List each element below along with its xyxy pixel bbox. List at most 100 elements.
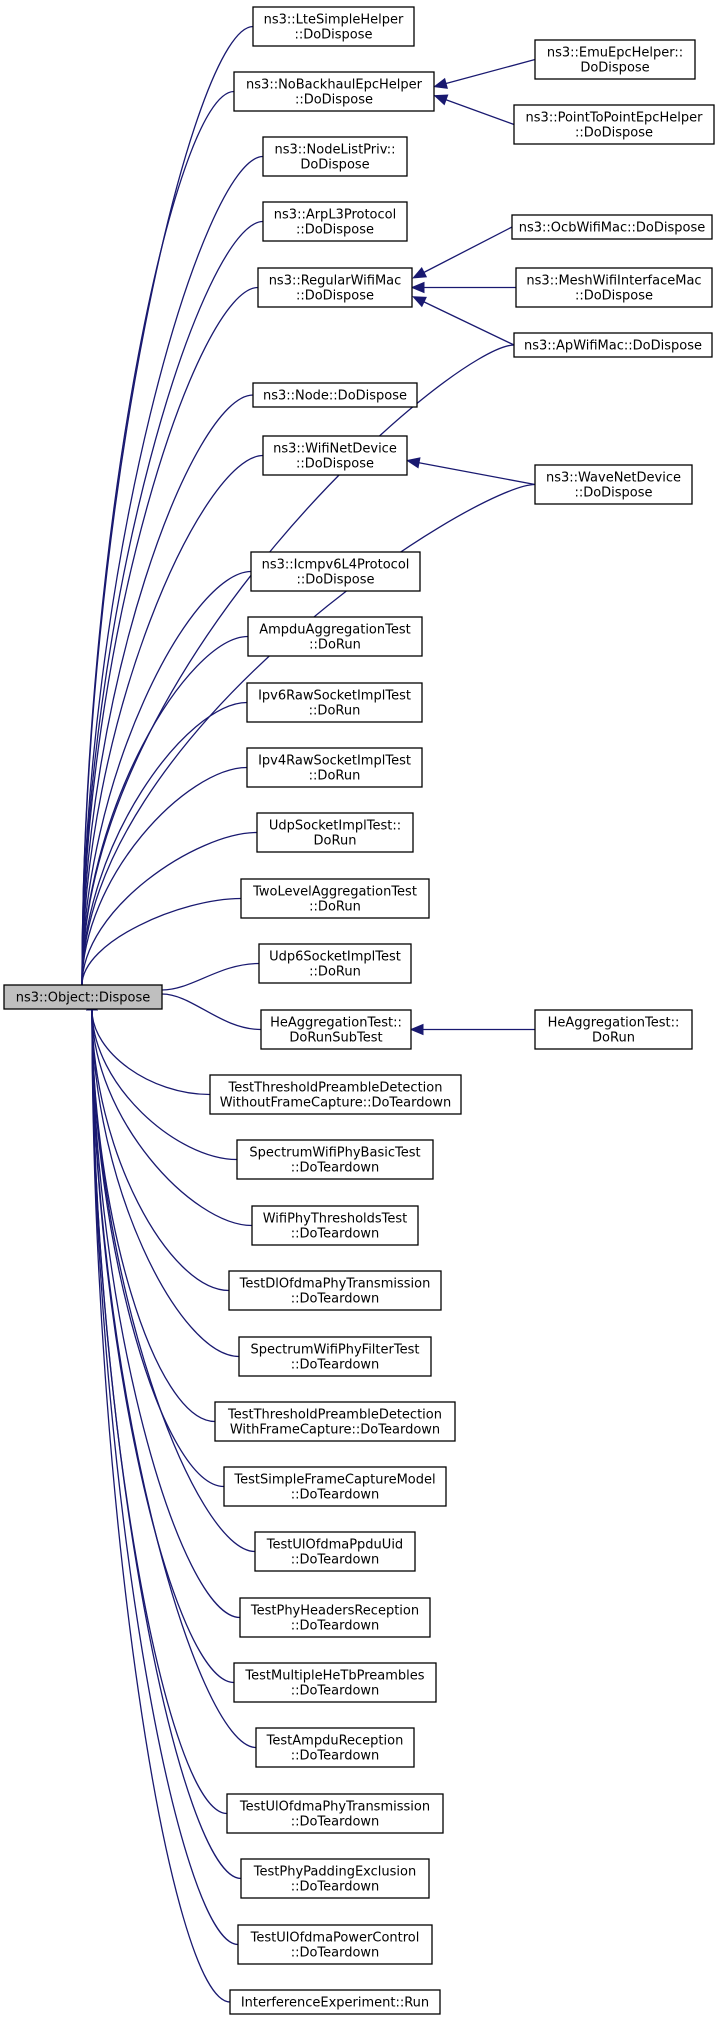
node-label: ::DoTeardown — [291, 1815, 380, 1830]
node-box[interactable] — [255, 1727, 415, 1768]
node-box[interactable] — [240, 878, 430, 919]
node-box[interactable] — [236, 1139, 434, 1180]
node-spectrumwifiphybasictest-doteardown[interactable]: SpectrumWifiPhyBasicTest::DoTeardown — [236, 1139, 434, 1180]
node-ns3-nodelistpriv-dodispose[interactable]: ns3::NodeListPriv::DoDispose — [262, 136, 408, 177]
node-box[interactable] — [260, 1009, 412, 1050]
node-ns3-node-dodispose[interactable]: ns3::Node::DoDispose — [252, 382, 418, 408]
node-label: InterferenceExperiment::Run — [241, 1996, 429, 2011]
edge-ns3-arpl3protocol-dodispose-to-ns3-object-dispose — [81, 220, 264, 986]
node-box[interactable] — [254, 1531, 416, 1572]
node-box[interactable] — [237, 1924, 433, 1965]
node-ns3-apwifimac-dodispose[interactable]: ns3::ApWifiMac::DoDispose — [513, 332, 713, 358]
node-ns3-regularwifimac-dodispose[interactable]: ns3::RegularWifiMac::DoDispose — [257, 267, 413, 308]
node-label: ::DoRun — [309, 704, 361, 719]
node-box[interactable] — [233, 71, 435, 112]
node-ns3-icmpv6l4protocol-dodispose[interactable]: ns3::Icmpv6L4Protocol::DoDispose — [250, 551, 421, 592]
node-box[interactable] — [256, 812, 414, 853]
node-box[interactable] — [223, 1466, 447, 1507]
node-box[interactable] — [229, 1989, 441, 2015]
node-heaggregationtest-dorunsubtest[interactable]: HeAggregationTest::DoRunSubTest — [260, 1009, 412, 1050]
node-label: ::DoRun — [309, 769, 361, 784]
node-label: ns3::Icmpv6L4Protocol — [262, 558, 410, 573]
node-label: Ipv6RawSocketImplTest — [258, 689, 411, 704]
node-box[interactable] — [262, 201, 408, 242]
node-box[interactable] — [257, 267, 413, 308]
node-interferenceexperiment-run[interactable]: InterferenceExperiment::Run — [229, 1989, 441, 2015]
node-testulofdmapowercontrol-doteardown[interactable]: TestUlOfdmaPowerControl::DoTeardown — [237, 1924, 433, 1965]
node-box[interactable] — [247, 616, 423, 657]
node-box[interactable] — [228, 1270, 442, 1311]
node-testphyheadersreception-doteardown[interactable]: TestPhyHeadersReception::DoTeardown — [239, 1597, 431, 1638]
edge-udpsocketimpltest-dorun-to-ns3-object-dispose — [81, 831, 258, 986]
node-label: HeAggregationTest:: — [270, 1016, 402, 1031]
edge-interferenceexperiment-run-to-ns3-object-dispose — [91, 1009, 231, 2003]
node-box[interactable] — [240, 1858, 430, 1899]
node-label: WithoutFrameCapture::DoTeardown — [220, 1096, 452, 1111]
node-ns3-wavenetdevice-dodispose[interactable]: ns3::WaveNetDevice::DoDispose — [534, 464, 693, 505]
node-ipv6rawsocketimpltest-dorun[interactable]: Ipv6RawSocketImplTest::DoRun — [246, 682, 423, 723]
node-box[interactable] — [252, 6, 415, 47]
node-box[interactable] — [258, 943, 412, 984]
node-udpsocketimpltest-dorun[interactable]: UdpSocketImplTest::DoRun — [256, 812, 414, 853]
node-testulofdmaphytransmission-doteardown[interactable]: TestUlOfdmaPhyTransmission::DoTeardown — [226, 1793, 444, 1834]
node-box[interactable] — [513, 332, 713, 358]
arrowhead-ns3-emuepchelper-dodispose-to-ns3-nobackhaulepchelper-dodispose — [433, 77, 448, 89]
edge-testphypaddingexclusion-doteardown-to-ns3-object-dispose — [91, 1009, 242, 1880]
node-label: Ipv4RawSocketImplTest — [258, 754, 411, 769]
node-box[interactable] — [239, 1597, 431, 1638]
node-box[interactable] — [262, 136, 408, 177]
node-ipv4rawsocketimpltest-dorun[interactable]: Ipv4RawSocketImplTest::DoRun — [246, 747, 423, 788]
node-ns3-emuepchelper-dodispose[interactable]: ns3::EmuEpcHelper::DoDispose — [534, 39, 696, 80]
node-testthresholdpreambledetectionwithframecapture-doteardown[interactable]: TestThresholdPreambleDetectionWithFrameC… — [214, 1401, 456, 1442]
node-box[interactable] — [238, 1336, 432, 1377]
node-box[interactable] — [209, 1074, 462, 1115]
node-testulofdmappduuid-doteardown[interactable]: TestUlOfdmaPpduUid::DoTeardown — [254, 1531, 416, 1572]
node-box[interactable] — [251, 1205, 419, 1246]
node-testdlofdmaphytransmission-doteardown[interactable]: TestDlOfdmaPhyTransmission::DoTeardown — [228, 1270, 442, 1311]
node-spectrumwifiphyfiltertest-doteardown[interactable]: SpectrumWifiPhyFilterTest::DoTeardown — [238, 1336, 432, 1377]
node-testampdureception-doteardown[interactable]: TestAmpduReception::DoTeardown — [255, 1727, 415, 1768]
node-box[interactable] — [534, 464, 693, 505]
arrowhead-ns3-apwifimac-dodispose-to-ns3-regularwifimac-dodispose — [412, 296, 427, 308]
node-ns3-ltesimplehelper-dodispose[interactable]: ns3::LteSimpleHelper::DoDispose — [252, 6, 415, 47]
node-box[interactable] — [515, 267, 713, 308]
node-twolevelaggregationtest-dorun[interactable]: TwoLevelAggregationTest::DoRun — [240, 878, 430, 919]
node-box[interactable] — [226, 1793, 444, 1834]
node-box[interactable] — [513, 104, 715, 145]
node-udp6socketimpltest-dorun[interactable]: Udp6SocketImplTest::DoRun — [258, 943, 412, 984]
node-ns3-pointtopointepchelper-dodispose[interactable]: ns3::PointToPointEpcHelper::DoDispose — [513, 104, 715, 145]
node-label: ns3::WifiNetDevice — [273, 442, 397, 457]
node-label: ::DoTeardown — [291, 1227, 380, 1242]
node-testthresholdpreambledetectionwithoutframecapture-doteardown[interactable]: TestThresholdPreambleDetectionWithoutFra… — [209, 1074, 462, 1115]
node-label: Udp6SocketImplTest — [269, 950, 401, 965]
node-heaggregationtest-dorun[interactable]: HeAggregationTest::DoRun — [534, 1009, 693, 1050]
node-label: TestThresholdPreambleDetection — [228, 1081, 443, 1096]
node-ampduaggregationtest-dorun[interactable]: AmpduAggregationTest::DoRun — [247, 616, 423, 657]
node-label: ::DoRun — [309, 900, 361, 915]
node-testphypaddingexclusion-doteardown[interactable]: TestPhyPaddingExclusion::DoTeardown — [240, 1858, 430, 1899]
node-ns3-nobackhaulepchelper-dodispose[interactable]: ns3::NoBackhaulEpcHelper::DoDispose — [233, 71, 435, 112]
node-testmultiplehetbpreambles-doteardown[interactable]: TestMultipleHeTbPreambles::DoTeardown — [233, 1662, 437, 1703]
node-ns3-wifinetdevice-dodispose[interactable]: ns3::WifiNetDevice::DoDispose — [262, 435, 408, 476]
node-box[interactable] — [233, 1662, 437, 1703]
node-ns3-arpl3protocol-dodispose[interactable]: ns3::ArpL3Protocol::DoDispose — [262, 201, 408, 242]
node-testsimpleframecapturemodel-doteardown[interactable]: TestSimpleFrameCaptureModel::DoTeardown — [223, 1466, 447, 1507]
node-box[interactable] — [534, 1009, 693, 1050]
node-box[interactable] — [252, 382, 418, 408]
node-ns3-meshwifiinterfacemac-dodispose[interactable]: ns3::MeshWifiInterfaceMac::DoDispose — [515, 267, 713, 308]
edge-testulofdmapowercontrol-doteardown-to-ns3-object-dispose — [91, 1009, 239, 1946]
node-wifiphythresholdstest-doteardown[interactable]: WifiPhyThresholdsTest::DoTeardown — [251, 1205, 419, 1246]
node-box[interactable] — [534, 39, 696, 80]
graph-nodes: ns3::Object::Dispose ns3::LteSimpleHelper… — [3, 6, 715, 2015]
node-label: ::DoRun — [309, 965, 361, 980]
node-box[interactable] — [511, 214, 713, 240]
node-box[interactable] — [246, 747, 423, 788]
node-label: ns3::LteSimpleHelper — [264, 13, 404, 28]
node-box[interactable] — [250, 551, 421, 592]
node-ns3-ocbwifimac-dodispose[interactable]: ns3::OcbWifiMac::DoDispose — [511, 214, 713, 240]
node-box[interactable] — [214, 1401, 456, 1442]
node-box[interactable] — [262, 435, 408, 476]
node-box[interactable] — [246, 682, 423, 723]
node-ns3-object-dispose[interactable]: ns3::Object::Dispose — [3, 984, 163, 1010]
node-box[interactable] — [3, 984, 163, 1010]
